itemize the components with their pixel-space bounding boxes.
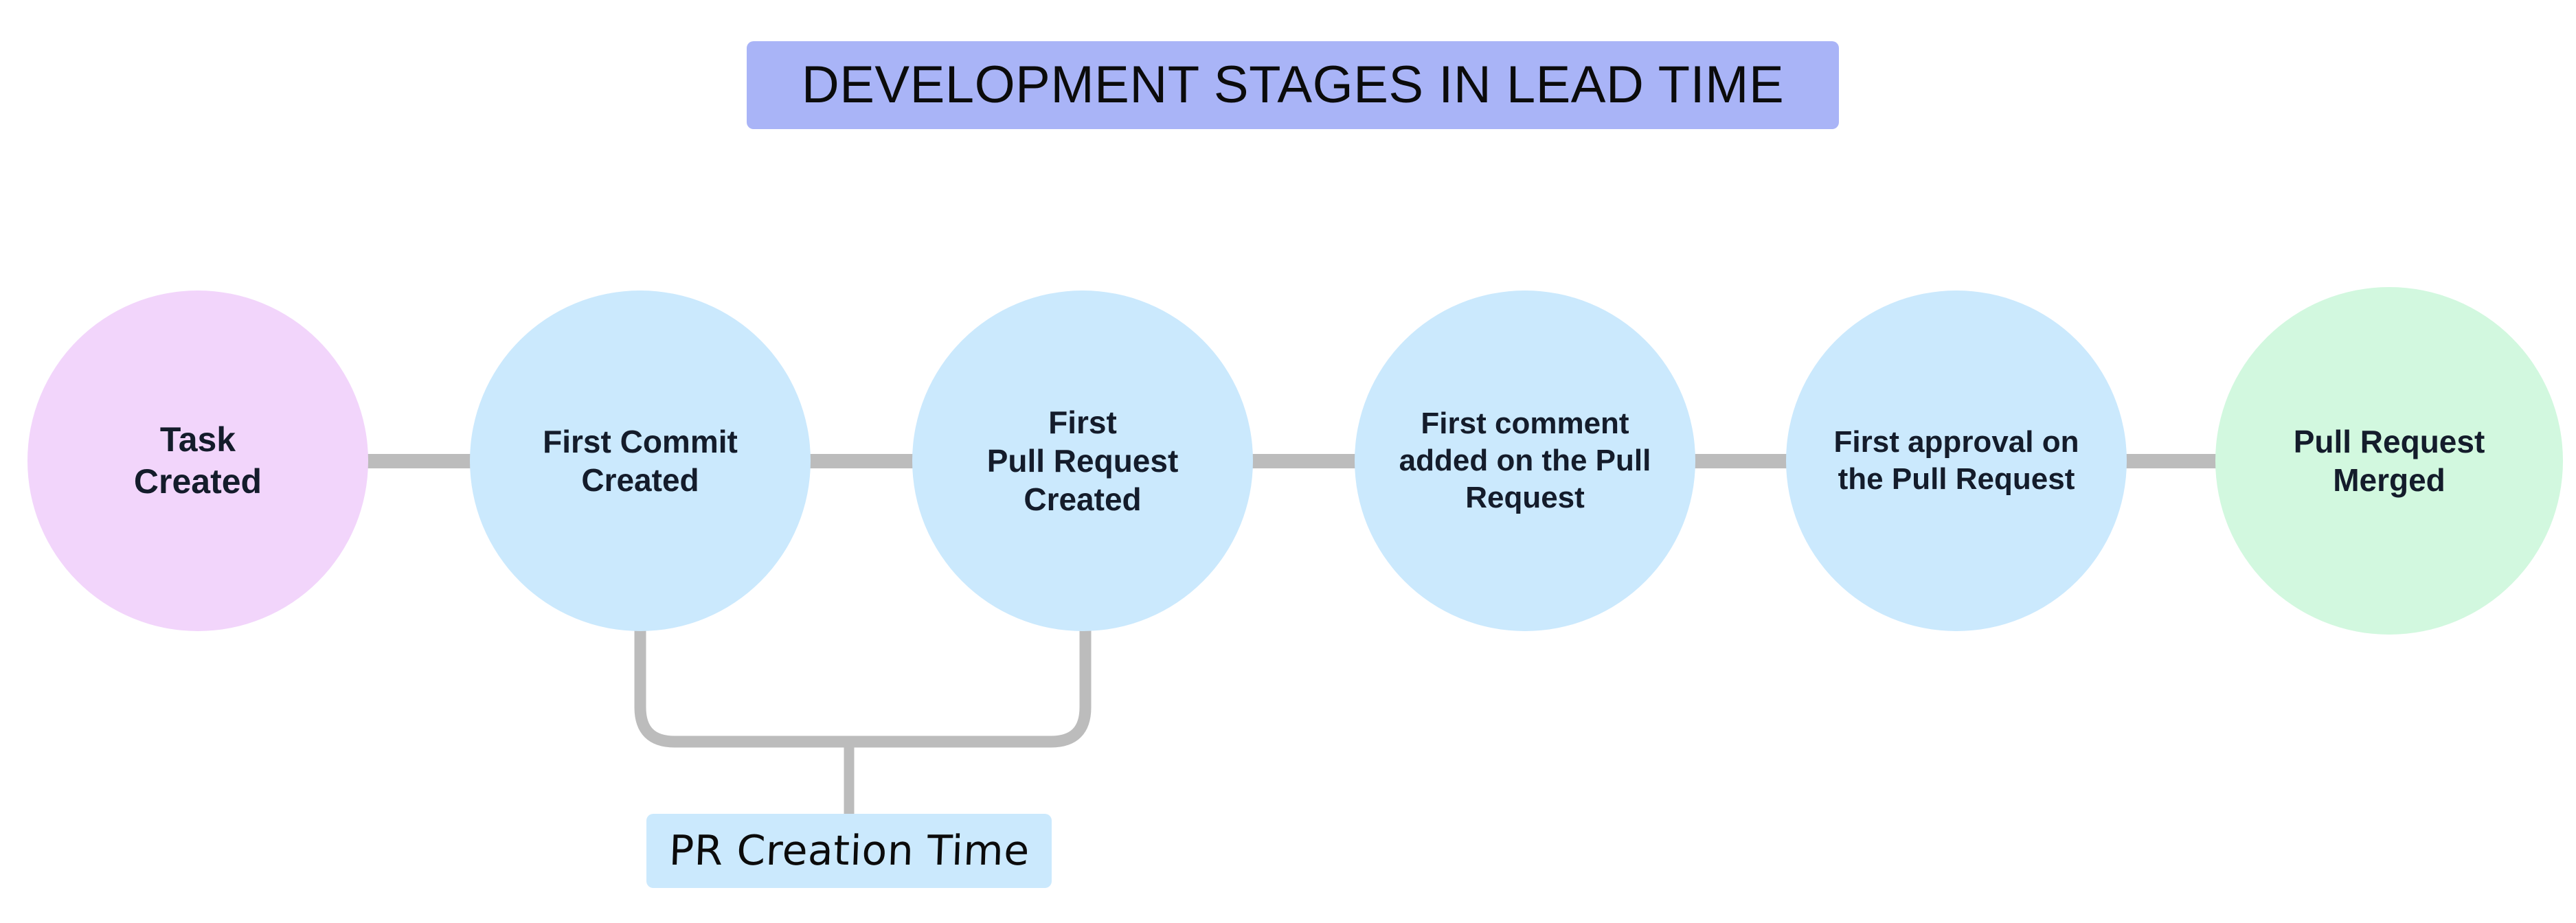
node-line: added on the Pull	[1399, 444, 1651, 478]
node-label: First Pull Request Created	[969, 403, 1197, 519]
branch-label-box[interactable]: PR Creation Time	[646, 814, 1052, 888]
node-first-comment-added[interactable]: First comment added on the Pull Request	[1355, 290, 1695, 631]
node-line: Task	[159, 420, 236, 459]
node-label: First approval on the Pull Request	[1816, 424, 2097, 497]
page-title: DEVELOPMENT STAGES IN LEAD TIME	[801, 56, 1785, 114]
connector-comment-to-approval	[1684, 454, 1809, 468]
connector-approval-to-merged	[2116, 454, 2239, 468]
node-line: Pull Request	[986, 442, 1179, 479]
node-label: Task Created	[116, 419, 280, 503]
node-pull-request-merged[interactable]: Pull Request Merged	[2215, 287, 2563, 635]
node-line: First comment	[1421, 407, 1629, 441]
node-first-commit-created[interactable]: First Commit Created	[470, 290, 811, 631]
node-first-approval[interactable]: First approval on the Pull Request	[1786, 290, 2127, 631]
node-line: Created	[581, 462, 699, 498]
branch-label-text: PR Creation Time	[668, 827, 1030, 875]
node-line: Request	[1465, 480, 1585, 514]
connector-commit-to-pr	[800, 454, 930, 468]
connector-task-to-commit	[357, 454, 488, 468]
node-task-created[interactable]: Task Created	[27, 290, 368, 631]
node-line: Created	[133, 462, 262, 501]
node-label: First comment added on the Pull Request	[1381, 405, 1669, 516]
connector-pr-to-comment	[1242, 454, 1372, 468]
node-line: First approval on	[1833, 425, 2079, 459]
diagram-title-banner: DEVELOPMENT STAGES IN LEAD TIME	[747, 41, 1839, 129]
node-line: First	[1048, 404, 1117, 440]
node-label: First Commit Created	[525, 422, 756, 499]
node-line: the Pull Request	[1838, 462, 2075, 496]
node-line: First Commit	[543, 423, 738, 459]
node-label: Pull Request Merged	[2276, 422, 2503, 499]
node-line: Merged	[2333, 462, 2445, 498]
node-line: Created	[1024, 481, 1142, 518]
node-first-pull-request-created[interactable]: First Pull Request Created	[912, 290, 1253, 631]
node-line: Pull Request	[2293, 423, 2485, 459]
